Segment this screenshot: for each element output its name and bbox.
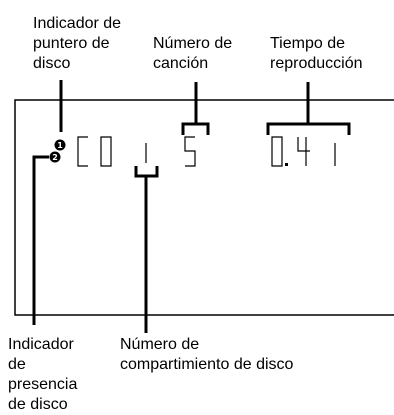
label-track-number: Número de canción [153,35,233,72]
display-char-0 [271,136,283,167]
leader-playing-time [266,82,351,135]
display-panel-outline [14,99,394,316]
display-char-d [100,136,112,167]
svg-text:2: 2 [52,153,58,162]
display-char-c [77,136,88,167]
label-disc-presence-indicator: Indicador de presencia de disco [8,336,78,413]
display-char-4 [297,137,310,166]
leader-track-number [181,82,210,135]
display-char-5-track [184,136,196,167]
leader-disc-presence [32,155,49,325]
disc-presence-badge: 2 [49,151,61,163]
display-decimal-point [285,163,288,166]
label-disc-pointer-indicator: Indicador de puntero de disco [33,15,122,72]
label-playing-time: Tiempo de reproducción [270,35,363,72]
label-disc-compartment-number: Número de compartimiento de disco [120,336,294,373]
leader-disc-compartment [134,166,159,333]
svg-text:1: 1 [57,141,63,150]
disc-pointer-badge: 1 [54,139,66,151]
